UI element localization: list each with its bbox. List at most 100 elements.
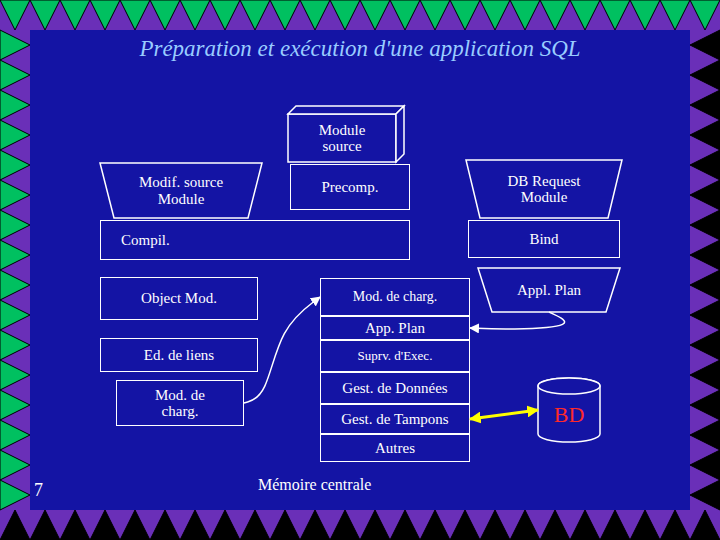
border-triangle	[600, 0, 630, 30]
node-text: Precomp.	[321, 179, 378, 196]
border-triangle	[690, 180, 720, 210]
border-triangle	[180, 0, 210, 30]
border-triangle	[690, 210, 720, 240]
box-side	[396, 106, 404, 162]
border-triangle	[330, 0, 360, 30]
border-triangle	[360, 510, 390, 540]
border-triangle	[120, 0, 150, 30]
memory-cell: Suprv. d'Exec.	[320, 340, 470, 372]
border-triangle	[0, 180, 30, 210]
border-triangle	[690, 360, 720, 390]
page-number: 7	[34, 480, 43, 501]
database-cylinder: BD	[538, 378, 600, 442]
border-triangle	[690, 270, 720, 300]
border-triangle	[60, 510, 90, 540]
node-text: Suprv. d'Exec.	[358, 349, 433, 363]
memory-cell: Autres	[320, 434, 470, 462]
module-box: Object Mod.	[100, 277, 258, 320]
node-text: App. Plan	[365, 320, 425, 337]
border-triangle	[450, 0, 480, 30]
node-text: Mod. de charg.	[353, 289, 438, 304]
curved-arrow	[244, 297, 320, 403]
border-triangle	[630, 0, 660, 30]
node-text: DB Request Module	[494, 173, 594, 206]
border-triangle	[150, 510, 180, 540]
border-triangle	[0, 90, 30, 120]
border-triangle	[540, 0, 570, 30]
border-triangle	[270, 510, 300, 540]
border-triangle	[690, 480, 720, 510]
slide-panel	[30, 30, 690, 510]
process-box: Compil.	[100, 220, 410, 260]
border-triangle	[0, 270, 30, 300]
border-triangle	[210, 0, 240, 30]
border-triangle	[30, 510, 60, 540]
border-triangle	[480, 0, 510, 30]
border-triangle	[690, 60, 720, 90]
border-triangle	[210, 510, 240, 540]
border-triangle	[0, 420, 30, 450]
input-trapezoid: Modif. source Module	[100, 163, 262, 218]
border-triangle	[570, 510, 600, 540]
curved-arrow	[470, 312, 565, 329]
node-text: Appl. Plan	[517, 282, 581, 299]
border-triangle	[690, 450, 720, 480]
border-triangle	[690, 390, 720, 420]
border-triangle	[0, 480, 30, 510]
node-text: Compil.	[121, 232, 170, 249]
border-triangle	[630, 510, 660, 540]
border-triangle	[60, 0, 90, 30]
node-text: Object Mod.	[141, 290, 217, 307]
border-triangle	[690, 510, 720, 540]
border-triangle	[570, 0, 600, 30]
border-triangle	[690, 90, 720, 120]
border-triangle	[0, 150, 30, 180]
border-triangle	[360, 0, 390, 30]
node-text: Autres	[375, 440, 415, 457]
border-triangle	[0, 300, 30, 330]
border-triangle	[510, 510, 540, 540]
border-triangle	[420, 0, 450, 30]
border-triangle	[180, 510, 210, 540]
border-triangle	[660, 510, 690, 540]
border-triangle	[0, 0, 30, 30]
memory-cell: Gest. de Tampons	[320, 404, 470, 434]
border-triangle	[120, 510, 150, 540]
source-module-box: Module source	[288, 106, 404, 162]
border-triangle	[690, 120, 720, 150]
border-triangle	[510, 0, 540, 30]
module-box: Mod. de charg.	[116, 380, 244, 426]
border-triangle	[0, 30, 30, 60]
border-triangle	[690, 330, 720, 360]
node-text: Module source	[307, 122, 377, 155]
border-triangle	[240, 0, 270, 30]
process-box: Precomp.	[290, 164, 410, 210]
input-trapezoid: DB Request Module	[466, 160, 622, 218]
box-top	[288, 106, 404, 114]
trapezoid-outline	[100, 163, 262, 218]
border-triangle	[300, 510, 330, 540]
border-triangle	[0, 60, 30, 90]
node-text: Mod. de charg.	[140, 387, 220, 420]
border-triangle	[690, 150, 720, 180]
border-triangle	[0, 210, 30, 240]
memory-caption: Mémoire centrale	[258, 476, 371, 494]
border-triangle	[0, 450, 30, 480]
cylinder-top	[538, 378, 600, 394]
border-triangle	[270, 0, 300, 30]
cylinder-body	[538, 378, 600, 442]
border-triangle	[540, 510, 570, 540]
border-triangle	[420, 510, 450, 540]
border-triangle	[600, 510, 630, 540]
border-triangle	[390, 0, 420, 30]
node-text: Gest. de Données	[342, 380, 447, 397]
border-triangle	[0, 330, 30, 360]
double-arrow	[470, 410, 538, 419]
node-text: Bind	[529, 231, 558, 248]
border-triangle	[690, 420, 720, 450]
